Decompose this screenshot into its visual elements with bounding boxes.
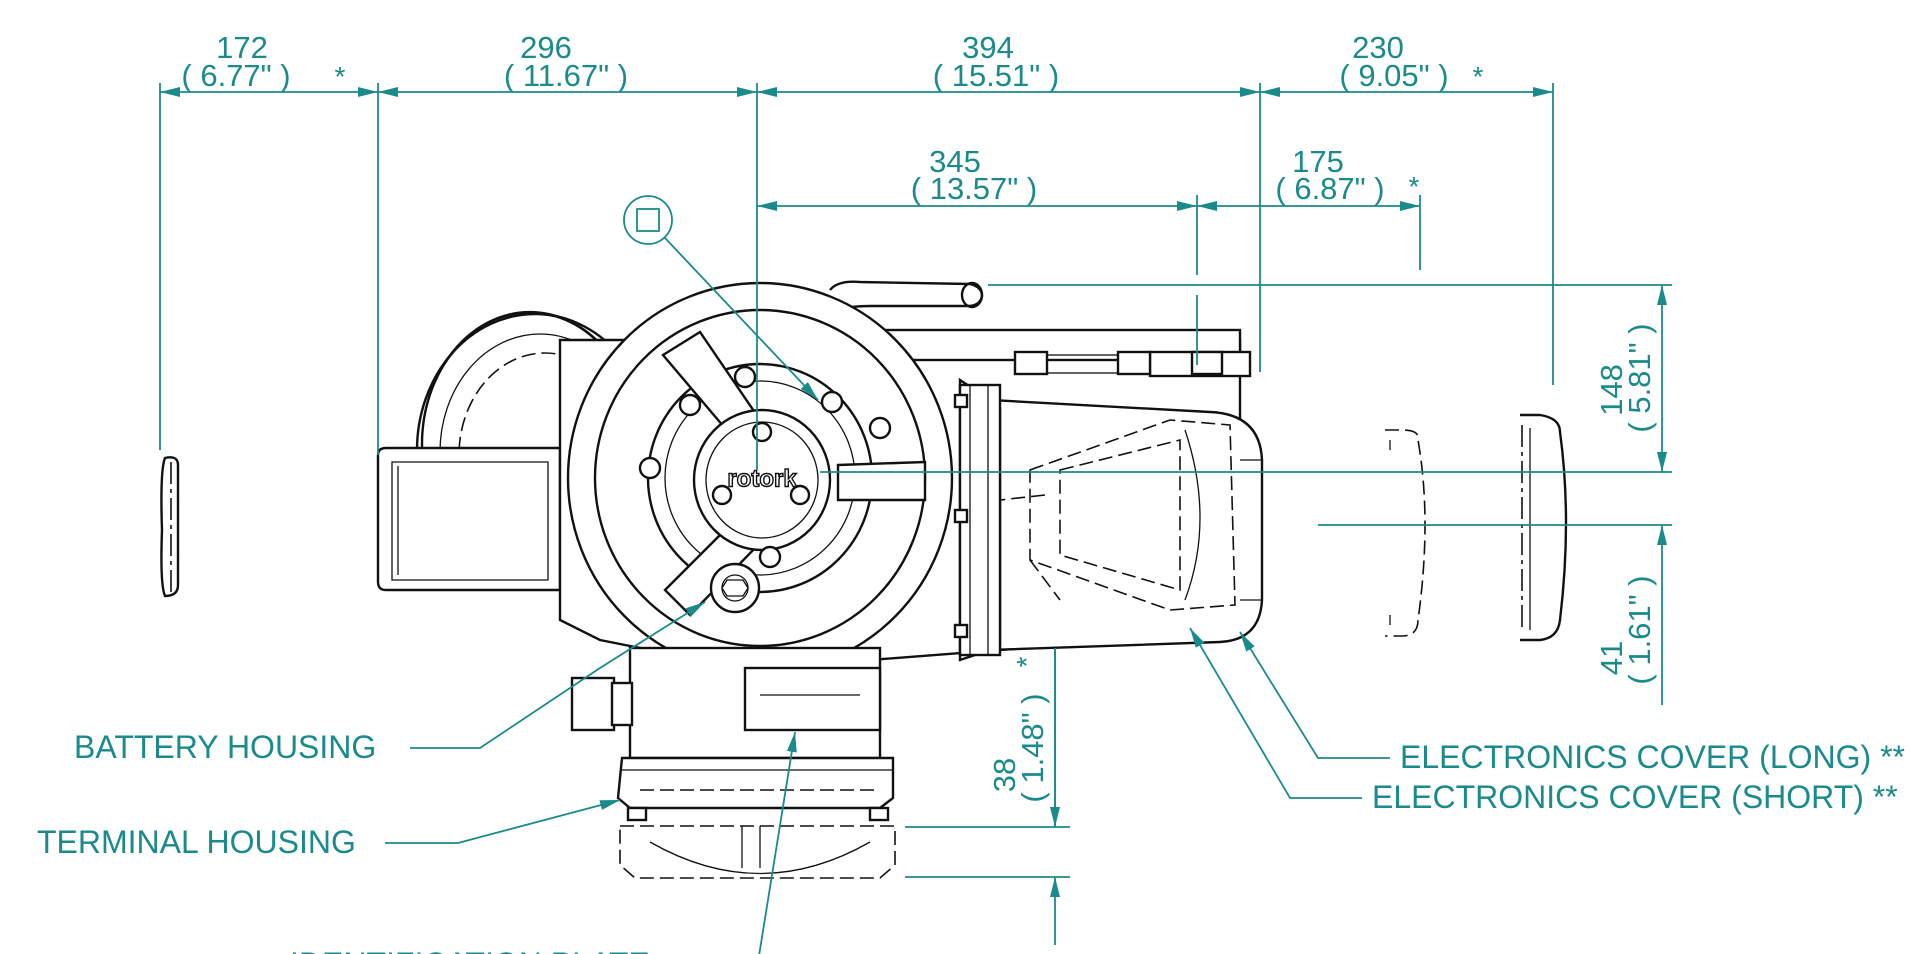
label-cover-short: ELECTRONICS COVER (SHORT) ** [1189,627,1898,815]
dim-38-in: ( 1.48" ) [1015,693,1050,802]
dim-41-mm: 41 [1594,641,1629,675]
left-body [376,446,562,592]
dim-172: 172 ( 6.77" ) * [160,30,378,97]
dim-38: 38 ( 1.48" ) * [987,648,1060,945]
dim-148-in: ( 5.81" ) [1622,323,1657,432]
left-cover-profile [160,456,180,598]
dim-230-in: ( 9.05" ) [1339,58,1448,93]
dim-175: 175 ( 6.87" ) * [1197,144,1420,211]
dim-394: 394 ( 15.51" ) [757,30,1260,97]
dim-296-mm: 296 [520,30,572,65]
short-cover-profile [1385,429,1426,637]
cover-long-label: ELECTRONICS COVER (LONG) ** [1400,739,1905,775]
dim-41: 41 ( 1.61" ) [1594,525,1667,705]
actuator-drawing: rotork [160,280,1568,879]
dim-230: 230 ( 9.05" ) * [1260,30,1553,97]
dim-296-in: ( 11.67" ) [504,58,628,93]
dim-41-in: ( 1.61" ) [1622,575,1657,684]
dim-172-mm: 172 [216,30,268,65]
dim-394-mm: 394 [962,30,1014,65]
dim-345-mm: 345 [929,144,981,179]
dim-296: 296 ( 11.67" ) [378,30,757,97]
dim-148: 148 ( 5.81" ) [1594,285,1667,472]
handwheel: rotork [566,281,954,675]
long-cover-profile [1520,413,1568,642]
dim-172-in: ( 6.77" ) [181,58,290,93]
dim-175-mm: 175 [1292,144,1344,179]
battery-housing-label: BATTERY HOUSING [74,729,376,765]
label-cover-long: ELECTRONICS COVER (LONG) ** [1239,631,1905,775]
cover-short-label: ELECTRONICS COVER (SHORT) ** [1372,779,1898,815]
dim-394-in: ( 15.51" ) [933,58,1059,93]
terminal-housing-label: TERMINAL HOUSING [37,824,356,860]
brand-logo: rotork [727,465,797,492]
dim-175-mark: * [1409,171,1420,202]
identification-plate-label: IDENTIFICATION PLATE [290,946,650,954]
dim-38-mm: 38 [987,758,1022,792]
electronics-housing [958,377,1264,662]
mounting-ribs [953,383,1002,657]
dim-345: 345 ( 13.57" ) [757,144,1197,211]
lower-assembly [570,646,896,879]
label-terminal-housing: TERMINAL HOUSING [37,799,621,860]
extension-lines [159,83,1672,878]
dim-230-mm: 230 [1352,30,1404,65]
label-battery-housing: BATTERY HOUSING [74,601,706,765]
dim-230-mark: * [1473,61,1484,92]
label-identification-plate: IDENTIFICATION PLATE [290,731,797,954]
dim-38-mark: * [1011,656,1042,667]
dim-175-in: ( 6.87" ) [1275,171,1384,206]
dim-345-in: ( 13.57" ) [911,171,1037,206]
reference-balloon [623,195,819,401]
dim-172-mark: * [335,61,346,92]
dim-148-mm: 148 [1594,364,1629,416]
